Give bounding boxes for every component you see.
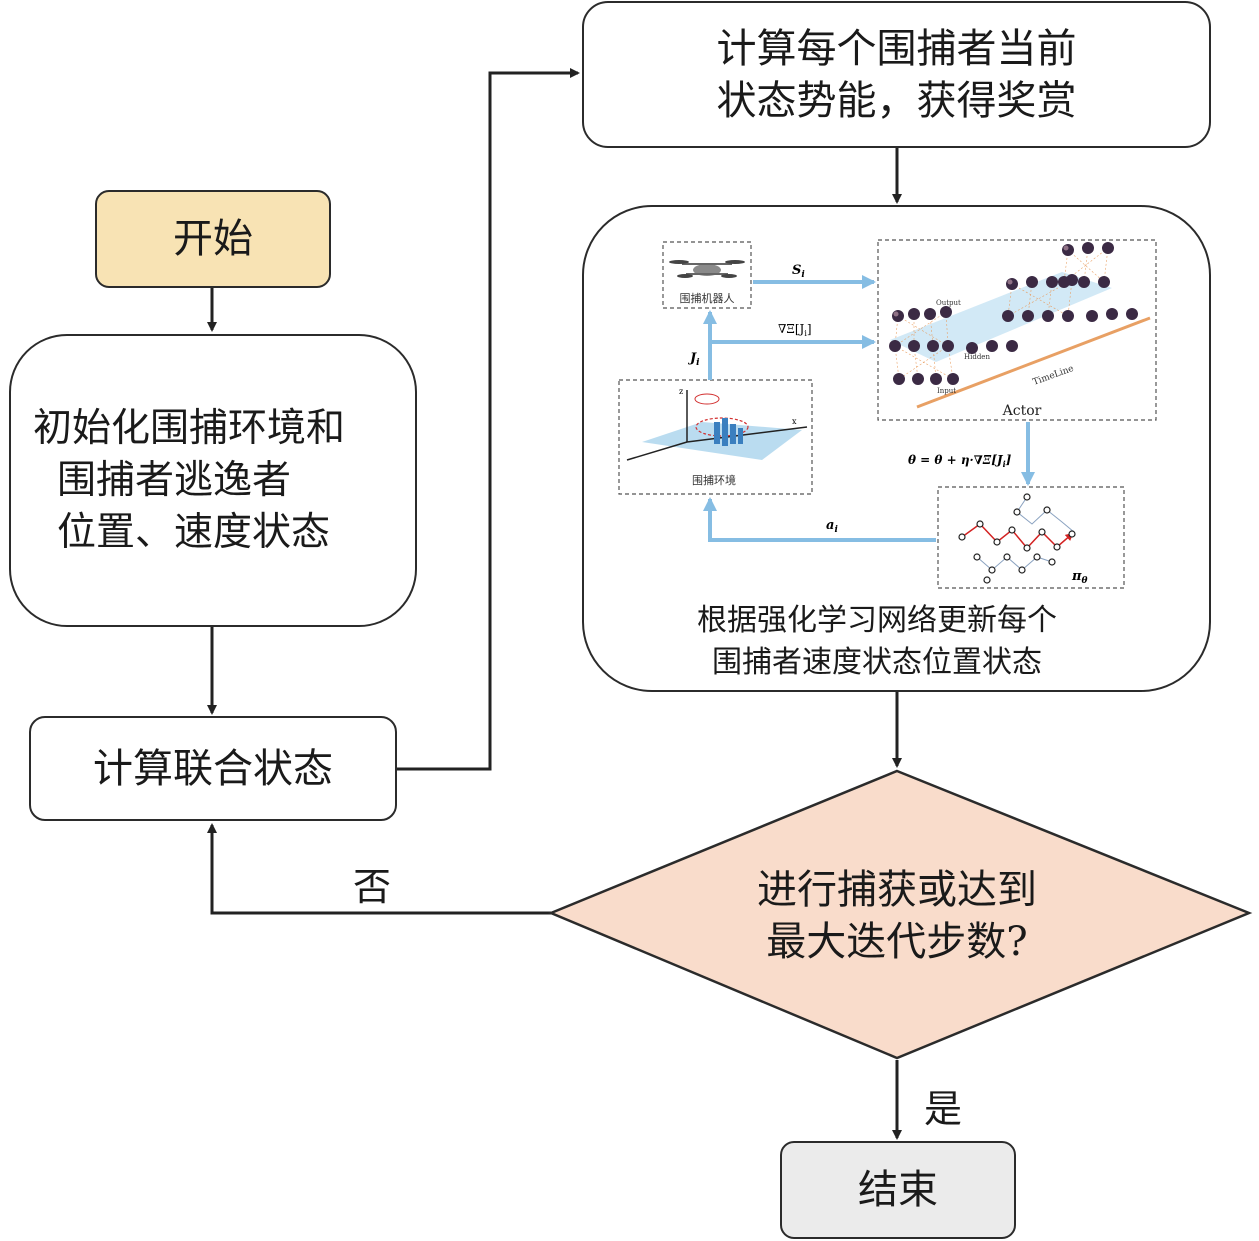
- joint-state-label: 计算联合状态: [93, 745, 333, 792]
- policy-panel: [937, 486, 1125, 589]
- init-node: 初始化围捕环境和 围捕者逃逸者 位置、速度状态: [9, 334, 417, 627]
- decision-line-2: 最大迭代步数?: [766, 919, 1028, 965]
- ji-label: Ji: [687, 351, 700, 368]
- ai-label: ai: [826, 518, 838, 535]
- env-label: 围捕环境: [692, 473, 736, 487]
- potential-node: 计算每个围捕者当前 状态势能，获得奖赏: [582, 1, 1211, 148]
- rl-network-figure: 围捕机器人 Si ∇Ξ[Ji] Ji θ = θ + η·∇Ξ[Ji] ai: [618, 239, 1157, 589]
- arrow-joint-potential: [397, 68, 580, 771]
- update-rule-label: θ = θ + η·∇Ξ[Ji]: [908, 453, 1012, 469]
- timeline-line: [916, 316, 1151, 409]
- decision-line-1: 进行捕获或达到: [757, 867, 1037, 913]
- init-line-1: 初始化围捕环境和: [33, 405, 346, 451]
- edge-label-no: 否: [353, 865, 392, 909]
- end-label: 结束: [858, 1167, 938, 1213]
- axis-x-label: x: [792, 417, 797, 426]
- end-node: 结束: [780, 1141, 1016, 1239]
- pi-label: πθ: [1071, 569, 1088, 586]
- timeline-label: TimeLine: [1032, 364, 1076, 388]
- actor-label: Actor: [1002, 403, 1042, 419]
- start-node: 开始: [95, 190, 331, 288]
- arrow-ai: [703, 497, 936, 542]
- drone-icon: [669, 260, 745, 278]
- update-line-1: 根据强化学习网络更新每个: [697, 603, 1057, 638]
- potential-line-1: 计算每个围捕者当前: [716, 25, 1077, 72]
- layer-hidden-label: Hidden: [964, 353, 990, 361]
- update-line-2: 围捕者速度状态位置状态: [712, 645, 1042, 680]
- decision-text: 进行捕获或达到 最大迭代步数?: [640, 864, 1154, 968]
- environment-scene: z x: [626, 387, 808, 461]
- actor-network: Output Hidden Input TimeLine: [889, 242, 1151, 409]
- potential-line-2: 状态势能，获得奖赏: [716, 77, 1077, 124]
- si-label: Si: [792, 263, 805, 280]
- axis-z-label: z: [679, 387, 683, 396]
- arrow-decision-joint-no: [207, 823, 551, 915]
- start-label: 开始: [173, 216, 253, 262]
- layer-output-label: Output: [936, 299, 961, 307]
- robot-panel: [662, 241, 752, 309]
- actor-panel: [877, 239, 1157, 421]
- layer-input-label: Input: [937, 387, 956, 395]
- decision-diamond: [547, 769, 1253, 1060]
- joint-state-node: 计算联合状态: [29, 716, 397, 821]
- grad-label: ∇Ξ[Ji]: [778, 322, 812, 338]
- policy-graph: [958, 493, 1076, 584]
- init-line-2: 围捕者逃逸者: [57, 457, 292, 503]
- init-text: 初始化围捕环境和 围捕者逃逸者 位置、速度状态: [33, 403, 345, 559]
- init-line-3: 位置、速度状态: [57, 509, 331, 555]
- robot-label: 围捕机器人: [680, 291, 735, 305]
- edge-label-yes: 是: [924, 1087, 963, 1131]
- update-node: 围捕机器人 Si ∇Ξ[Ji] Ji θ = θ + η·∇Ξ[Ji] ai: [582, 205, 1211, 692]
- update-text: 根据强化学习网络更新每个 围捕者速度状态位置状态: [697, 600, 1057, 684]
- env-panel: [618, 379, 813, 495]
- potential-text: 计算每个围捕者当前 状态势能，获得奖赏: [717, 23, 1077, 127]
